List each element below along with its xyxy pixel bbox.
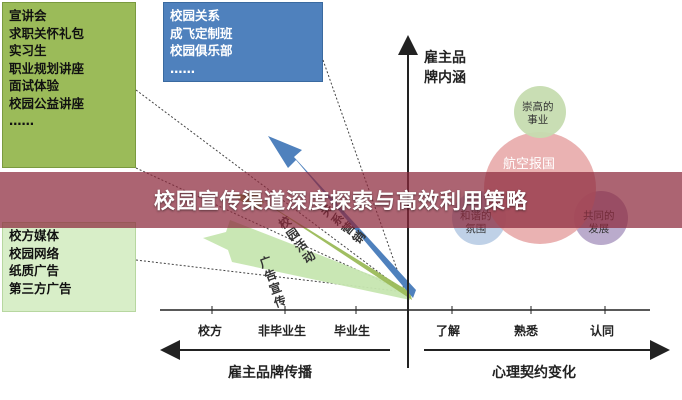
x-axis-right-title: 心理契约变化 [492,365,576,381]
box-item: 面试体验 [9,78,60,93]
box-item: 纸质广告 [9,263,60,278]
x-label-non-graduate: 非毕业生 [258,324,307,338]
box-item: 实习生 [9,43,47,58]
bubble-center-label: 航空报国 [503,157,556,172]
x-label-school: 校方 [198,324,223,338]
banner-title: 校园宣传渠道深度探索与高效利用策略 [154,189,528,213]
x-label-understand: 了解 [436,324,461,338]
box-item: 求职关怀礼包 [9,25,85,41]
dotted-guide-line [322,59,406,293]
box-item: 校园网络 [9,245,60,261]
x-label-identify: 认同 [590,324,615,338]
arrow-advertising [203,220,410,300]
x-label-familiar: 熟悉 [514,324,539,338]
box-item: 宣讲会 [9,8,47,23]
box-item: 校园俱乐部 [170,43,233,58]
relationship-box: 校园关系 成飞定制班 校园俱乐部 …… [163,2,323,82]
box-item: 校方媒体 [9,228,60,243]
box-item: …… [170,60,195,76]
box-item: 成飞定制班 [170,25,233,41]
title-banner: 校园宣传渠道深度探索与高效利用策略 [0,172,682,228]
box-item: 校园关系 [170,8,221,23]
bubble-top-label: 崇高的事业 [522,101,554,126]
arrow-relationship [268,136,416,298]
box-item: 第三方广告 [9,280,72,296]
box-item: 校园公益讲座 [9,95,85,111]
x-label-graduate: 毕业生 [334,324,371,338]
y-axis-title: 雇主品 牌内涵 [424,50,466,86]
box-item: …… [9,113,34,128]
bubble-top [514,86,566,138]
x-axis-left-title: 雇主品牌传播 [228,365,312,381]
delivery-channels-box: 宣讲会 求职关怀礼包 实习生 职业规划讲座 面试体验 校园公益讲座 …… [2,2,136,168]
box-item: 职业规划讲座 [9,60,85,76]
